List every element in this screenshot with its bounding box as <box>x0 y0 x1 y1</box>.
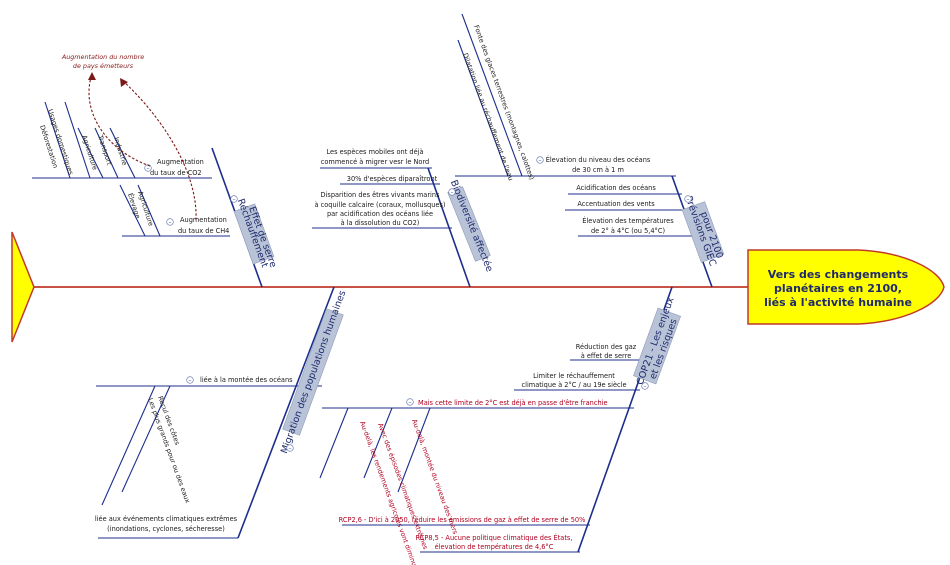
collapse-toggle[interactable] <box>286 444 294 452</box>
migrer-line-1: Les espèces mobiles ont déjà <box>327 148 424 156</box>
category-giec[interactable] <box>681 201 725 263</box>
arrow-head <box>120 78 128 87</box>
svg-text:–: – <box>644 383 647 390</box>
svg-text:–: – <box>189 377 192 384</box>
ch4-label-line-1: Augmentation <box>180 216 227 224</box>
category-migration[interactable] <box>282 308 344 436</box>
co2-cause-agriculture: Agriculture <box>80 134 99 171</box>
category-rechauffement[interactable] <box>233 203 275 265</box>
svg-text:–: – <box>233 196 236 203</box>
branch-line <box>237 286 335 539</box>
temperatures-line-2: de 2° à 4°C (ou 5,4°C) <box>591 227 665 235</box>
svg-text:–: – <box>147 165 150 172</box>
branch-cop21: Au-delà, les rendements agricoles vont d… <box>319 286 681 565</box>
collapse-toggle[interactable] <box>230 195 238 203</box>
disparition-line-3: par acidification des océans liée <box>327 210 433 218</box>
collapse-toggle[interactable] <box>641 382 649 390</box>
recul-line <box>121 385 171 493</box>
limiter-line-1: Limiter le réchauffement <box>533 372 615 380</box>
svg-text:–: – <box>289 445 292 452</box>
head-title-line-2: planétaires en 2100, <box>774 282 902 295</box>
svg-text:–: – <box>409 399 412 406</box>
note-line-2: de pays émetteurs <box>73 62 134 70</box>
niveau-line-1: Élevation du niveau des océans <box>546 155 651 164</box>
red-cause-line <box>397 407 431 493</box>
rcp85-line-1: RCP8,5 - Aucune politique climatique des… <box>416 533 573 542</box>
extremes-line-2: (inondations, cyclones, sécheresse) <box>107 525 225 533</box>
ch4-label-line-2: du taux de CH4 <box>178 227 229 235</box>
note-line-1: Augmentation du nombre <box>61 53 144 61</box>
disparaitront-label: 30% d'espèces diparaîtront <box>347 175 438 183</box>
branch-biodiversite: Les espèces mobiles ont déjà commencé à … <box>312 148 495 288</box>
svg-text:–: – <box>687 196 690 203</box>
rcp85-line-2: élevation de températures de 4,6°C <box>435 543 554 551</box>
collapse-toggle[interactable] <box>448 188 456 196</box>
dashed-link <box>121 79 197 221</box>
dashed-link <box>88 73 151 167</box>
collapse-toggle[interactable] <box>684 195 692 203</box>
vents-label: Accentuation des vents <box>577 200 655 208</box>
fishbone-head[interactable] <box>747 249 945 325</box>
branch-rechauffement: Usages domestiques Déforestation Agricul… <box>32 53 279 288</box>
temperatures-line-1: Élevation des températures <box>582 216 674 225</box>
limite-passe-label: Mais cette limite de 2°C est déjà en pas… <box>418 399 608 407</box>
co2-cause-industrie: Industrie <box>112 136 129 166</box>
fonte-line <box>461 13 523 177</box>
head-title-line-3: liés à l'activité humaine <box>764 296 912 309</box>
reduction-line-2: à effet de serre <box>581 352 632 360</box>
co2-cause-transport: Transport <box>96 133 114 166</box>
branch-giec: Fonte des glaces terrestres (montagnes, … <box>455 13 725 288</box>
migrer-line-2: commencé à migrer vesr le Nord <box>321 158 429 166</box>
reduction-line-1: Réduction des gaz <box>576 343 637 351</box>
disparition-line-4: à la dissolution du CO2) <box>341 219 420 227</box>
svg-text:–: – <box>451 189 454 196</box>
collapse-toggle[interactable] <box>406 398 414 406</box>
extremes-line-1: liée aux événements climatiques extrêmes <box>95 515 238 523</box>
rcp26-label: RCP2,6 - D'ici à 2050, réduire les émiss… <box>339 516 586 524</box>
collapse-toggle[interactable] <box>536 156 544 164</box>
fishbone-tail <box>11 231 35 343</box>
plus-grands-line <box>101 385 156 506</box>
red-cause-line <box>363 407 393 479</box>
disparition-line-1: Disparition des êtres vivants marins <box>320 191 440 199</box>
svg-text:–: – <box>539 157 542 164</box>
category-biodiversite[interactable] <box>447 186 491 262</box>
category-migration-label: Migration des populations humaines <box>279 289 348 455</box>
dilatation-line <box>457 39 509 177</box>
category-cop21[interactable] <box>633 307 681 385</box>
co2-label-line-2: du taux de CO2 <box>150 169 202 177</box>
collapse-toggle[interactable] <box>186 376 194 384</box>
limiter-line-2: climatique à 2°C / au 19e siècle <box>521 381 626 389</box>
disparition-line-2: à coquille calcaire (coraux, mollusques) <box>315 201 446 209</box>
niveau-line-2: de 30 cm à 1 m <box>572 166 624 174</box>
collapse-toggle[interactable] <box>166 218 174 226</box>
red-cause-line <box>319 407 349 479</box>
montee-label: liée à la montée des océans <box>200 376 293 384</box>
branch-migration: Recul des côtes Les plus grands pour ou … <box>95 286 348 539</box>
head-title-line-1: Vers des changements <box>768 268 909 281</box>
svg-text:–: – <box>169 219 172 226</box>
acidification-label: Acidification des océans <box>576 184 656 192</box>
co2-label-line-1: Augmentation <box>157 158 204 166</box>
arrow-head <box>88 72 96 80</box>
